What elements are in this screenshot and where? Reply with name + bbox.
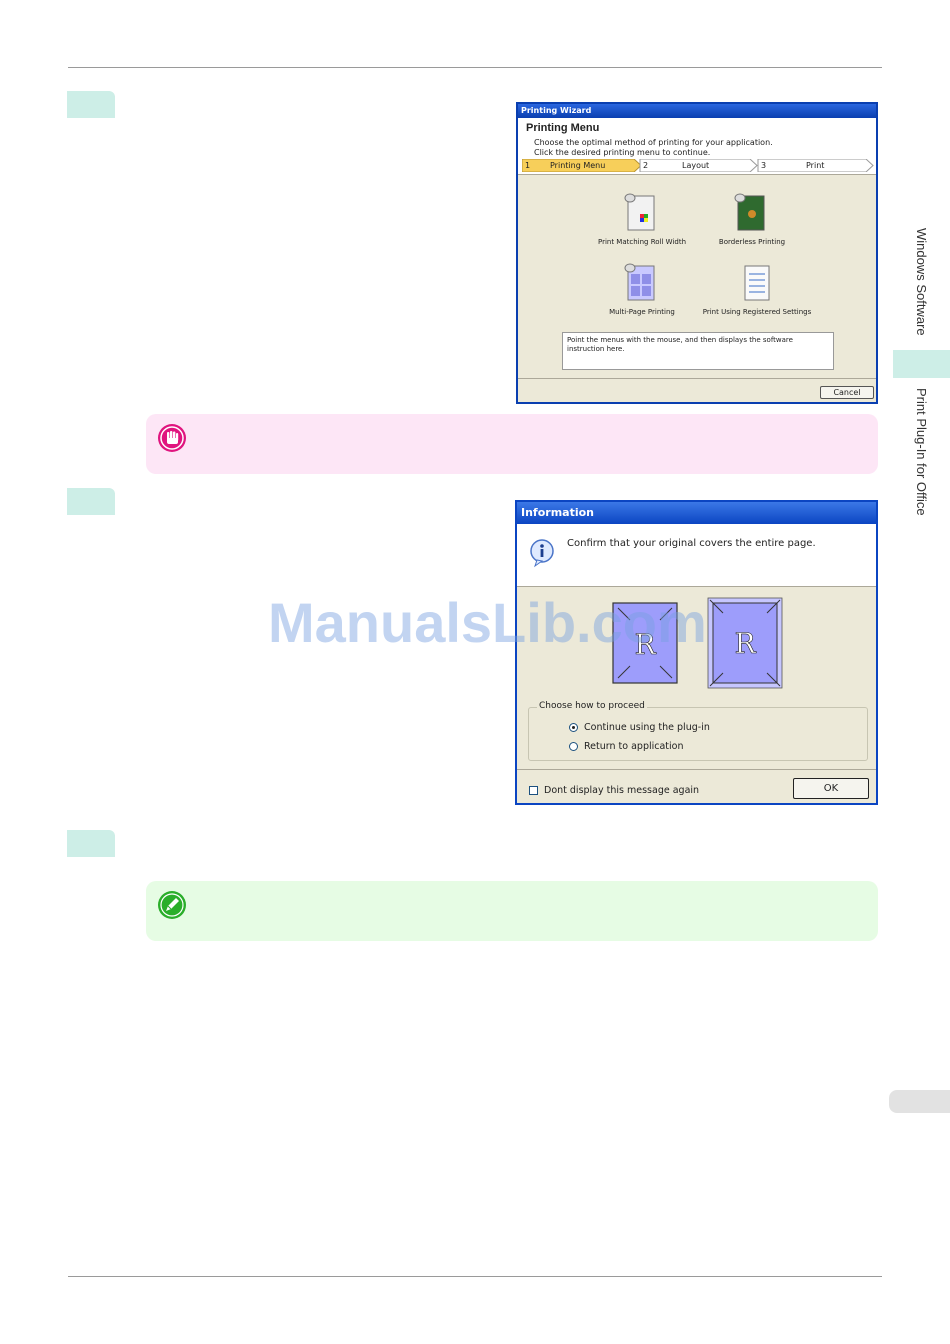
- step-2-number: 2: [643, 161, 649, 170]
- ok-button[interactable]: OK: [793, 778, 869, 799]
- hand-stop-icon: [158, 424, 186, 452]
- return-radio[interactable]: [569, 742, 578, 751]
- info-message: Confirm that your original covers the en…: [567, 538, 816, 549]
- registered-settings-label: Print Using Registered Settings: [702, 308, 812, 316]
- step-1-label: Printing Menu: [550, 161, 606, 170]
- borderless-page-illustration: R: [707, 597, 783, 689]
- printing-wizard-window: Printing Wizard Printing Menu Choose the…: [516, 102, 878, 404]
- dont-show-row[interactable]: Dont display this message again: [529, 785, 699, 796]
- cancel-button[interactable]: Cancel: [820, 386, 874, 399]
- menu-registered-settings[interactable]: Print Using Registered Settings: [698, 260, 816, 316]
- important-note: [146, 414, 878, 474]
- step-3-label: Print: [806, 161, 825, 170]
- illus-letter-1: R: [634, 628, 656, 661]
- note-box: [146, 881, 878, 941]
- sidebar-active-tab: [893, 350, 950, 378]
- proceed-group-label: Choose how to proceed: [537, 701, 647, 711]
- continue-radio[interactable]: [569, 723, 578, 732]
- information-dialog: Information Confirm that your original c…: [515, 500, 878, 805]
- step-2[interactable]: 2 Layout: [640, 159, 757, 172]
- info-titlebar: Information: [517, 502, 876, 524]
- step-marker-1: [67, 91, 115, 118]
- step-marker-2: [67, 488, 115, 515]
- borderless-icon: [734, 193, 765, 231]
- proceed-groupbox: Choose how to proceed Continue using the…: [528, 701, 868, 761]
- wizard-titlebar: Printing Wizard: [518, 104, 876, 118]
- wizard-description-1: Choose the optimal method of printing fo…: [534, 138, 773, 147]
- menu-print-matching-roll-width[interactable]: Print Matching Roll Width: [592, 190, 692, 246]
- return-label: Return to application: [584, 741, 684, 752]
- menu-multi-page-printing[interactable]: Multi-Page Printing: [592, 260, 692, 316]
- watermark: ManualsLib.com: [268, 591, 707, 654]
- sidebar-subsection-label: Print Plug-In for Office: [914, 388, 929, 516]
- continue-label: Continue using the plug-in: [584, 722, 710, 733]
- footer-rule: [68, 1276, 882, 1277]
- step-3[interactable]: 3 Print: [758, 159, 873, 172]
- step-1[interactable]: 1 Printing Menu: [522, 159, 641, 172]
- registered-settings-icon: [744, 265, 770, 301]
- wizard-steps: 1 Printing Menu 2 Layout 3 Print: [522, 159, 874, 172]
- borderless-label: Borderless Printing: [718, 238, 786, 246]
- dont-show-checkbox[interactable]: [529, 786, 538, 795]
- step-2-label: Layout: [682, 161, 710, 170]
- wizard-footer-divider: [518, 378, 876, 379]
- menu-borderless-printing[interactable]: Borderless Printing: [706, 190, 798, 246]
- info-message-area: Confirm that your original covers the en…: [517, 524, 876, 587]
- wizard-header: Printing Menu Choose the optimal method …: [518, 118, 876, 175]
- step-marker-3: [67, 830, 115, 857]
- illus-letter-2: R: [734, 627, 756, 660]
- sidebar-page-tab: [889, 1090, 950, 1113]
- option-return[interactable]: Return to application: [569, 741, 684, 752]
- header-rule: [68, 67, 882, 68]
- step-1-number: 1: [525, 161, 531, 170]
- info-icon: [530, 539, 554, 568]
- dont-show-label: Dont display this message again: [544, 785, 700, 796]
- steps-arrows: [522, 159, 874, 172]
- option-continue[interactable]: Continue using the plug-in: [569, 722, 710, 733]
- sidebar-section-label: Windows Software: [914, 228, 929, 336]
- wizard-description-2: Click the desired printing menu to conti…: [534, 148, 711, 157]
- roll-width-label: Print Matching Roll Width: [597, 238, 687, 246]
- multi-page-label: Multi-Page Printing: [609, 308, 675, 316]
- wizard-heading: Printing Menu: [526, 122, 600, 134]
- step-3-number: 3: [761, 161, 767, 170]
- pencil-note-icon: [158, 891, 186, 919]
- page-with-margins-illustration: R: [612, 602, 678, 684]
- wizard-hint-box: Point the menus with the mouse, and then…: [562, 332, 834, 370]
- roll-width-icon: [624, 193, 655, 231]
- multi-page-icon: [624, 263, 655, 301]
- info-footer-divider: [517, 769, 876, 770]
